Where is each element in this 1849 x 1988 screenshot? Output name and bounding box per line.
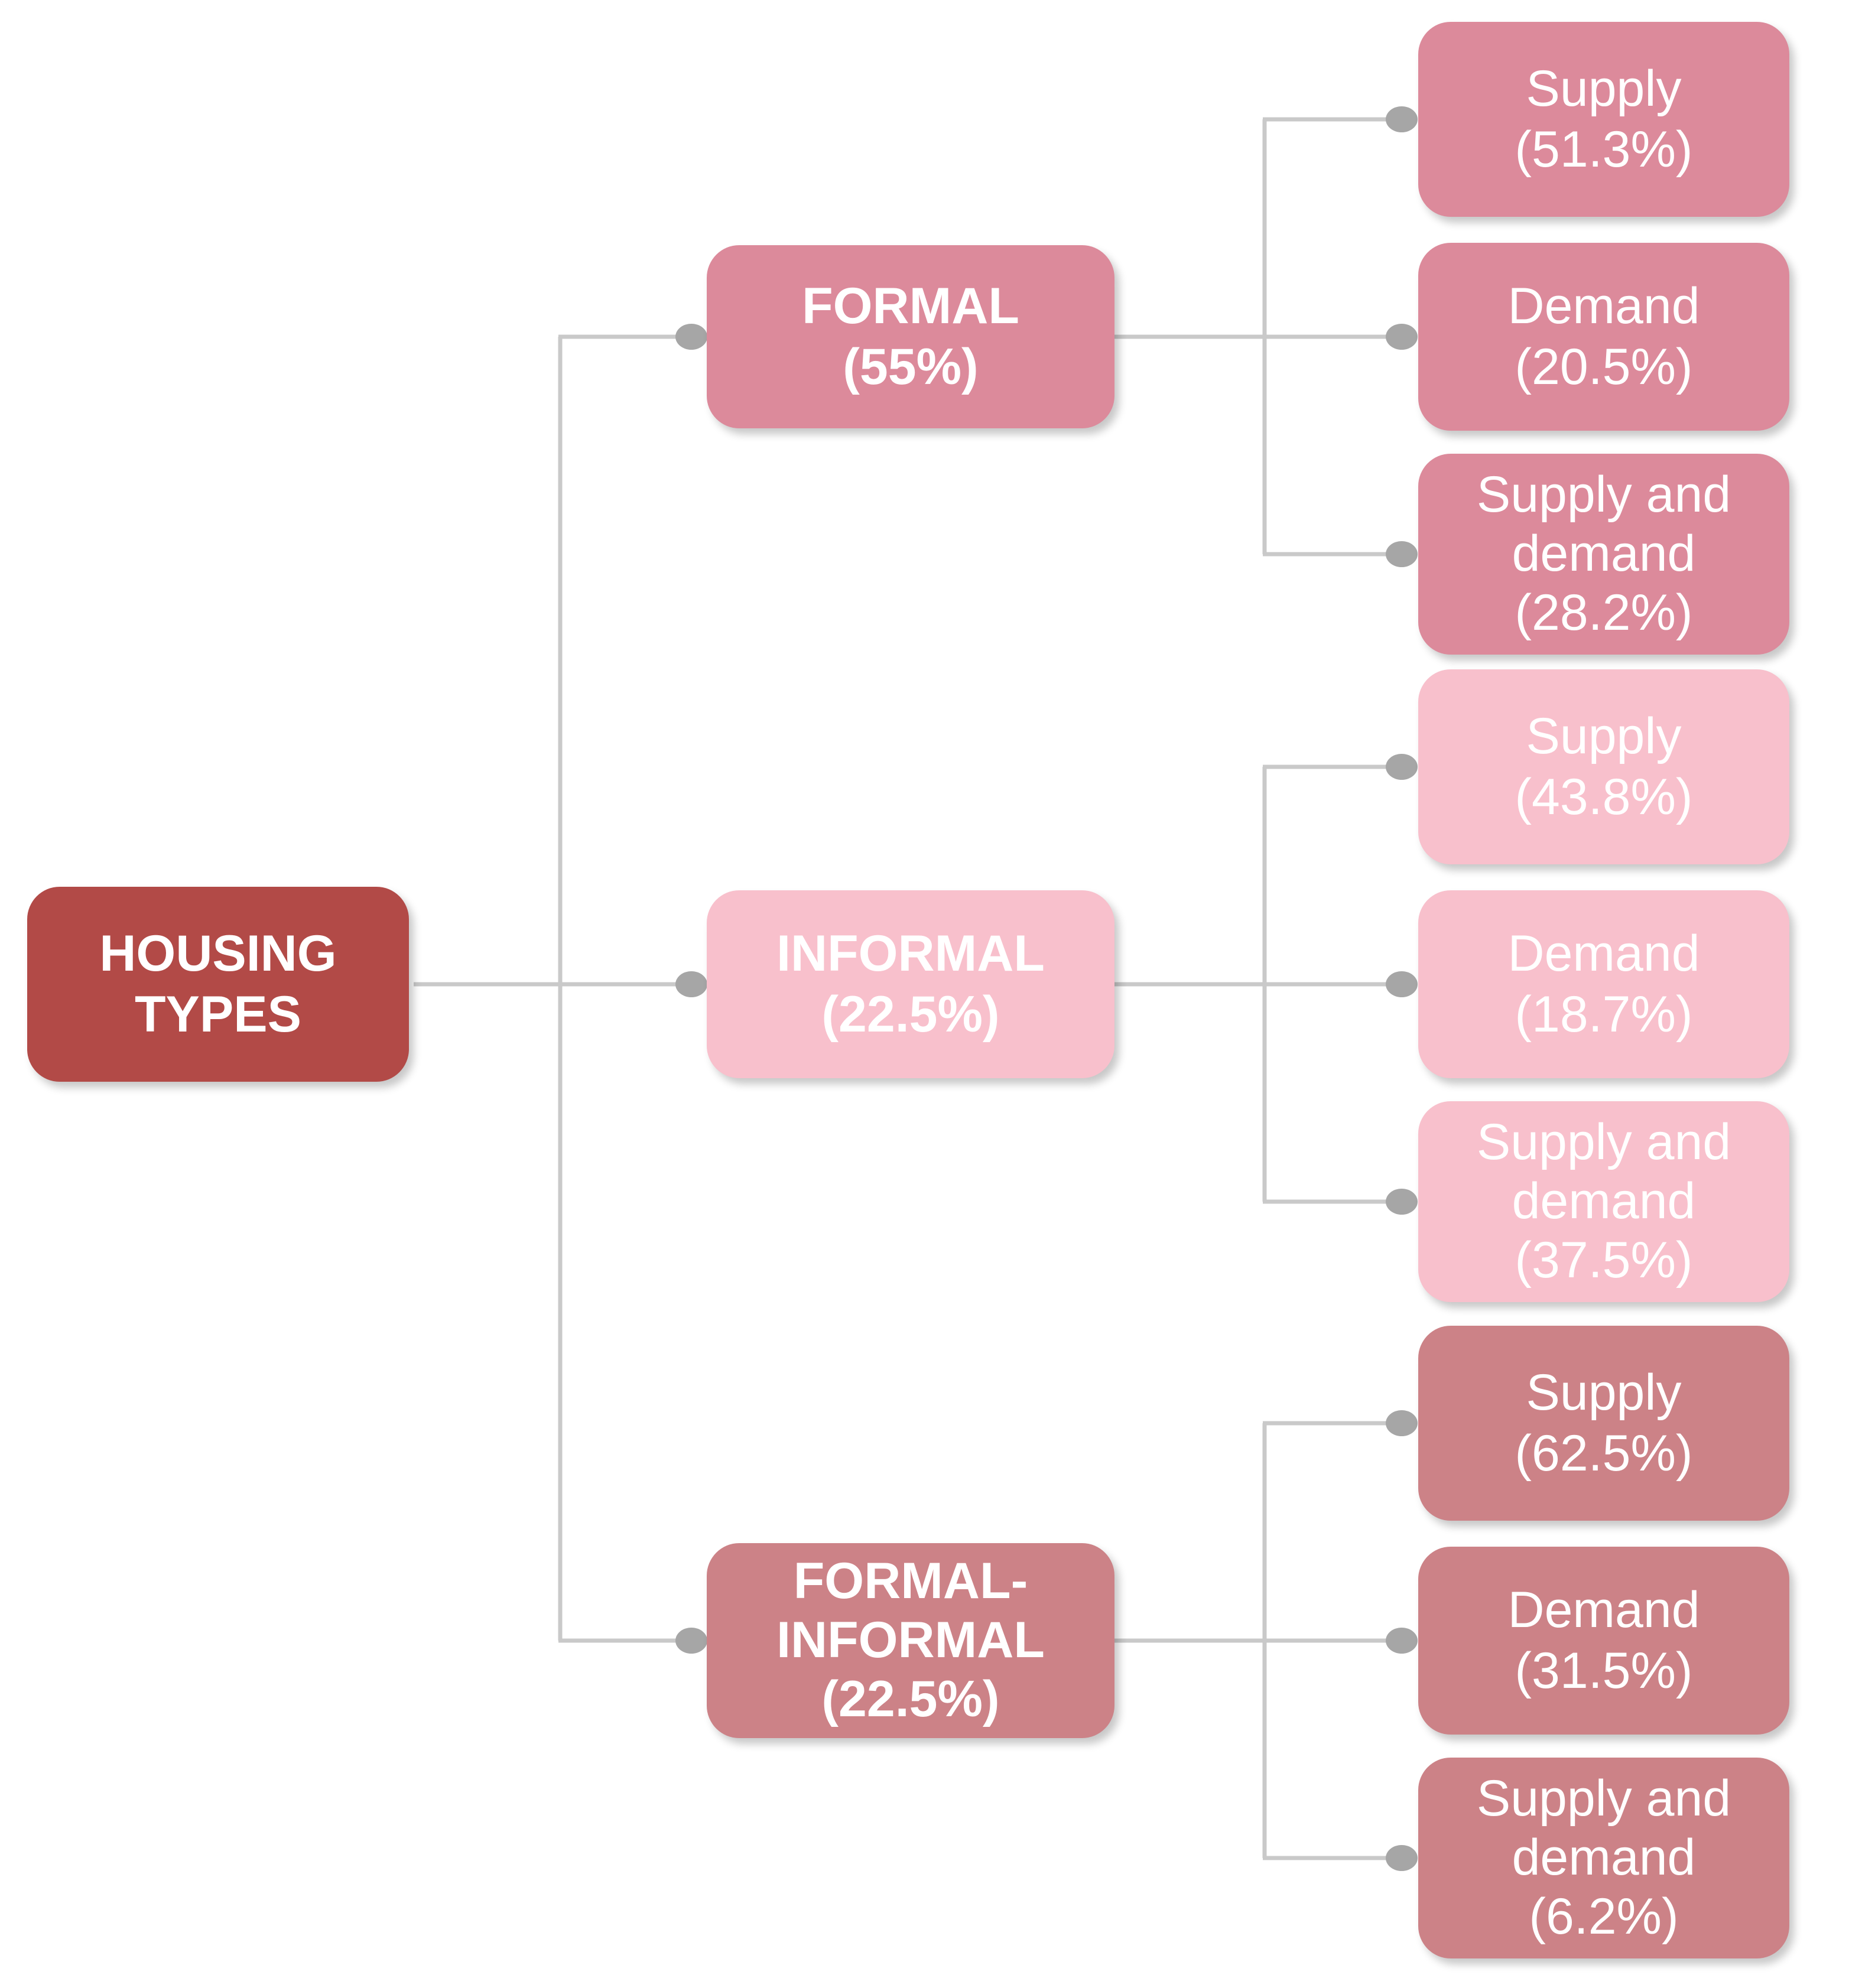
leaf-node-formal-demand: Demand (20.5%) [1418,243,1789,431]
leaf-node-formal-supply-and-demand: Supply and demand (28.2%) [1418,454,1789,655]
branch-node-formal: FORMAL (55%) [707,245,1114,428]
connector-dot [675,1628,707,1654]
connector-dot [1386,971,1418,997]
connector-dot [675,971,707,997]
leaf-node-informal-supply-and-demand: Supply and demand (37.5%) [1418,1101,1789,1302]
connector-dot [1386,1410,1418,1436]
root-node-housing-types: HOUSING TYPES [27,887,409,1082]
leaf-node-formal-informal-demand: Demand (31.5%) [1418,1547,1789,1735]
connector-dot [1386,1628,1418,1654]
connector-dot [675,324,707,350]
connector-dot [1386,1189,1418,1215]
leaf-node-formal-informal-supply-and-demand: Supply and demand (6.2%) [1418,1758,1789,1958]
connector-dot [1386,324,1418,350]
leaf-node-informal-supply: Supply (43.8%) [1418,669,1789,864]
connector-dot [1386,541,1418,567]
leaf-node-formal-informal-supply: Supply (62.5%) [1418,1326,1789,1521]
connector-dot [1386,754,1418,780]
connector-dot [1386,106,1418,132]
branch-node-informal: INFORMAL (22.5%) [707,890,1114,1078]
connector-dot [1386,1845,1418,1871]
branch-node-formal-informal: FORMAL- INFORMAL (22.5%) [707,1543,1114,1738]
leaf-node-informal-demand: Demand (18.7%) [1418,890,1789,1078]
leaf-node-formal-supply: Supply (51.3%) [1418,22,1789,217]
